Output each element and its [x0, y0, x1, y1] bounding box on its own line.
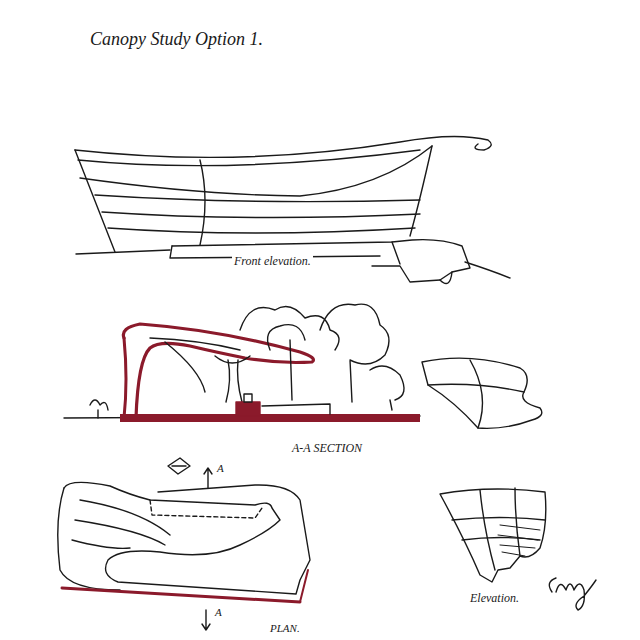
signature-scribble	[549, 578, 596, 610]
side-elevation-drawing	[422, 358, 542, 428]
plan-drawing	[58, 482, 310, 602]
section-mark: A	[215, 462, 226, 474]
view-label: Front elevation.	[232, 255, 313, 268]
view-label: Elevation.	[468, 592, 521, 605]
sheet-title: Canopy Study Option 1.	[88, 30, 265, 50]
section-marks	[202, 468, 212, 630]
section-drawing	[64, 304, 420, 422]
view-label: PLAN.	[268, 622, 302, 634]
section-mark: A	[213, 606, 224, 618]
view-label: A-A SECTION	[290, 442, 364, 455]
front-elevation-drawing	[75, 136, 510, 283]
north-symbol	[168, 458, 190, 474]
elevation-drawing	[440, 488, 546, 582]
